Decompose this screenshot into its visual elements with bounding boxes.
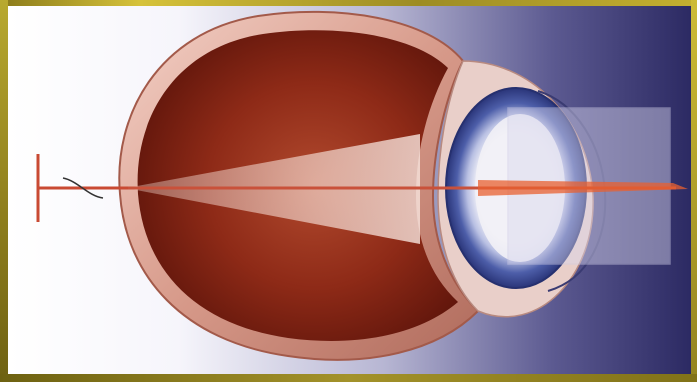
frame-border-bottom <box>0 374 697 382</box>
eye-illustration <box>8 6 691 374</box>
frame-border-left <box>0 0 8 382</box>
frame-border-right <box>691 0 697 382</box>
